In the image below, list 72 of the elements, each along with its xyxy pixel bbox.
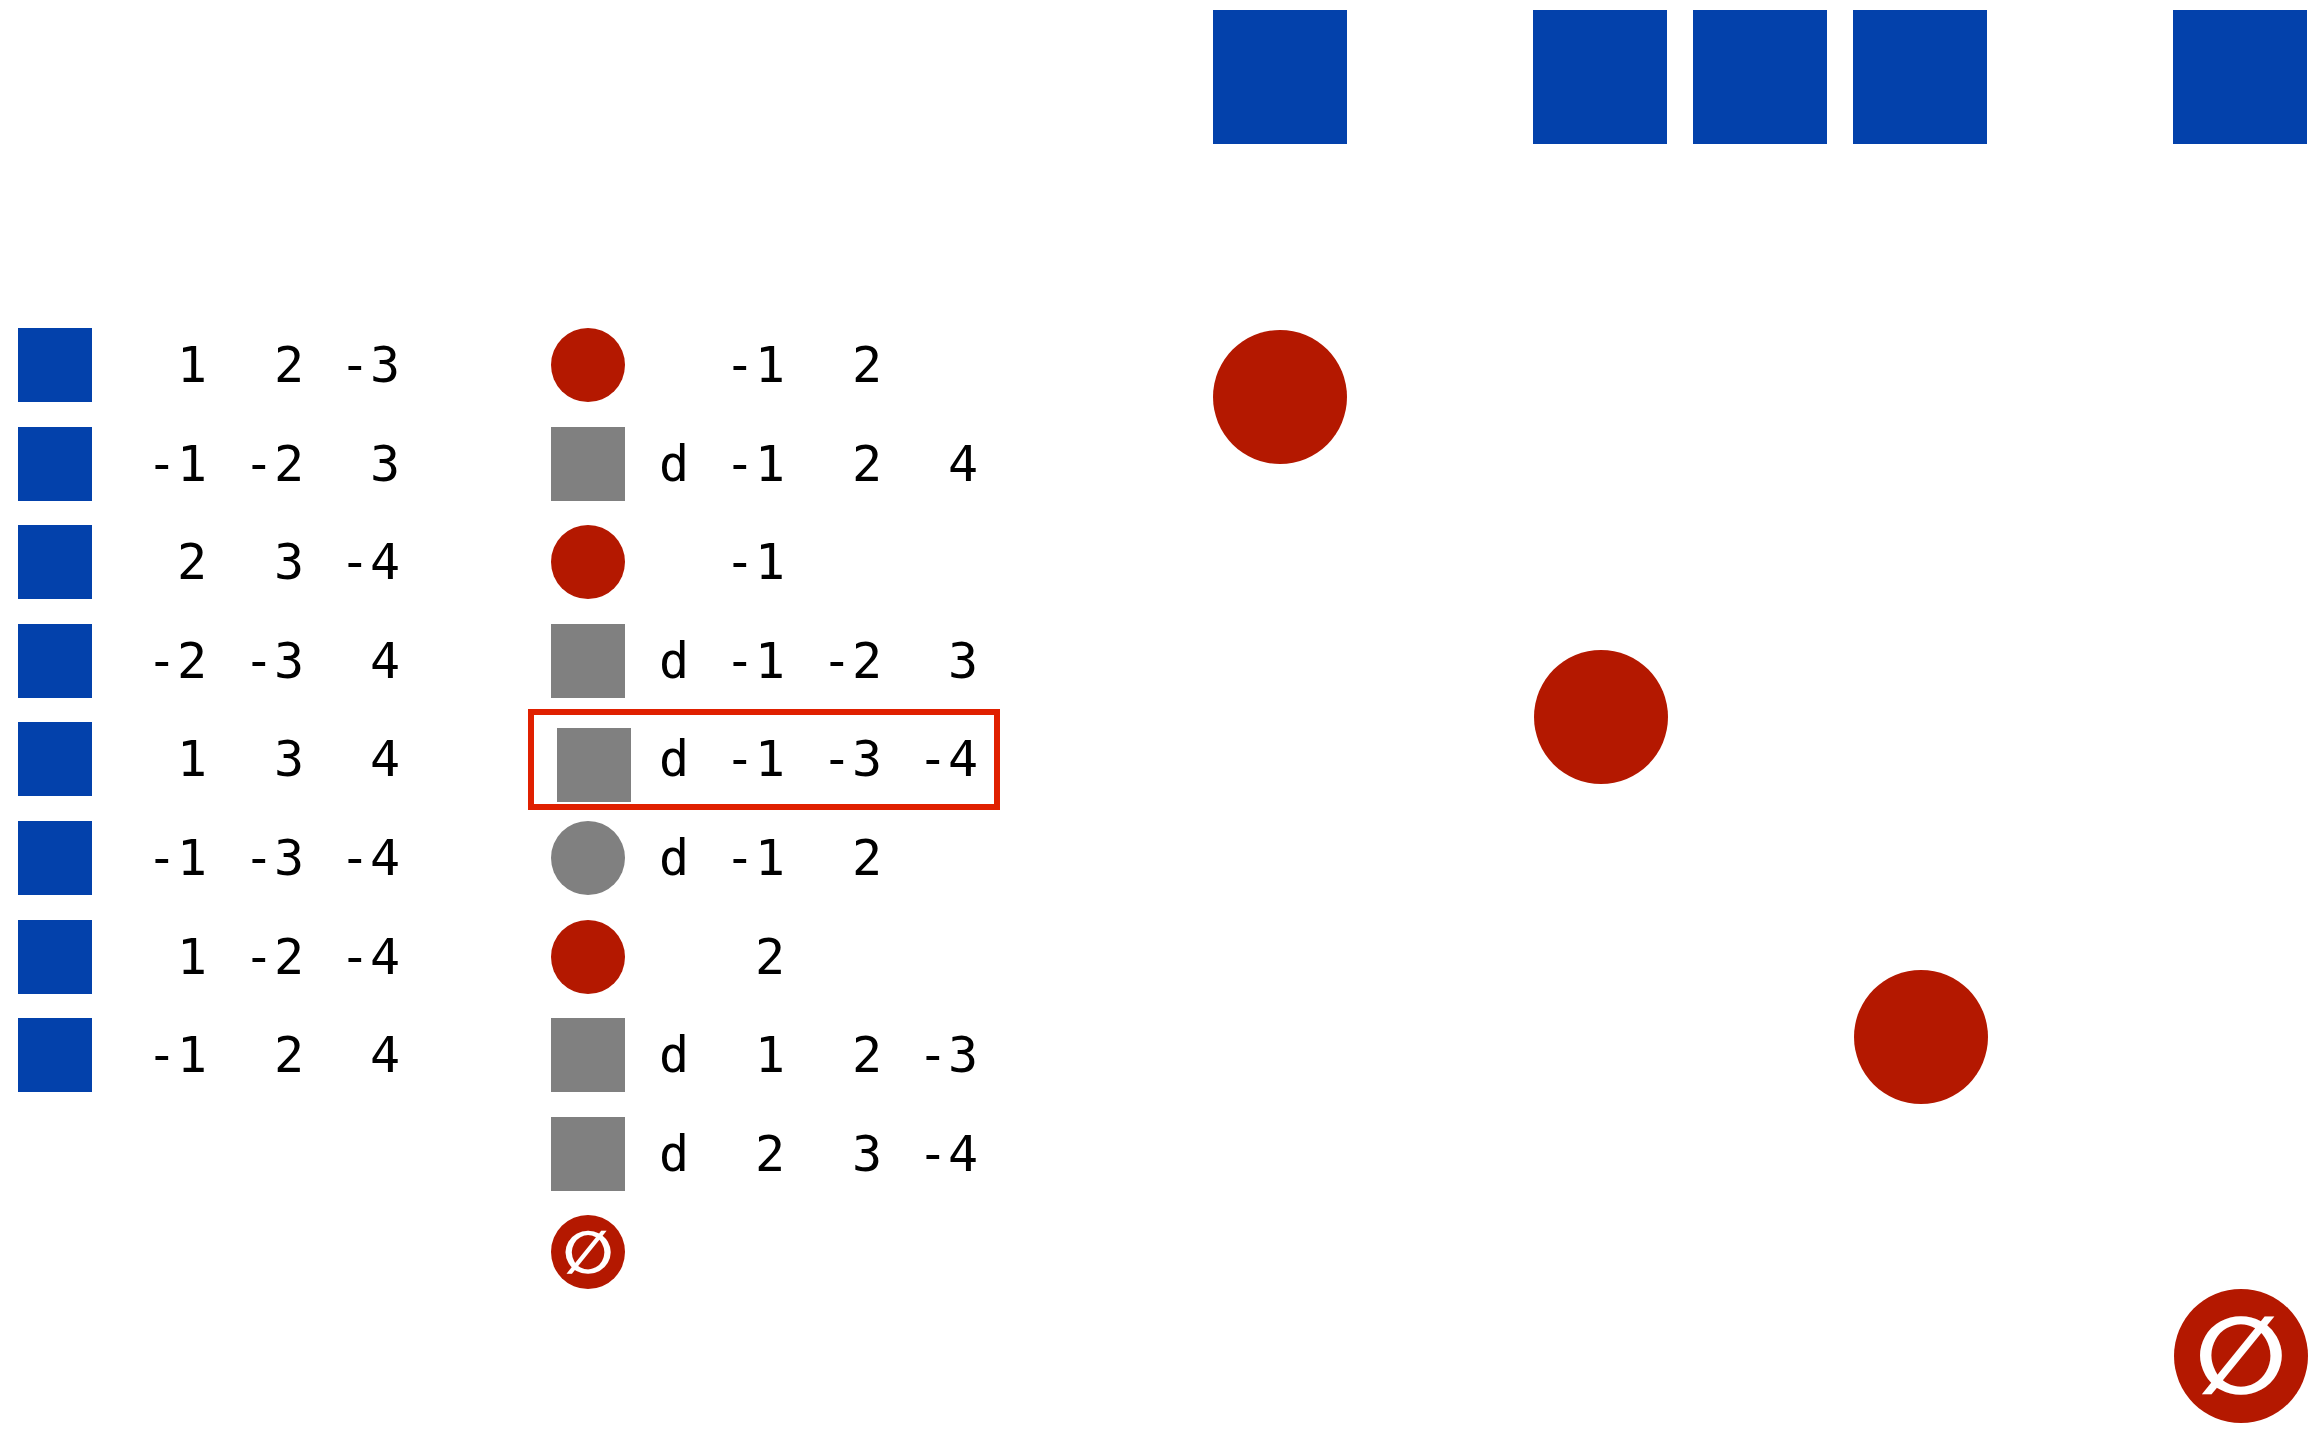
decision-mark: d bbox=[658, 833, 690, 883]
square-marker bbox=[1533, 10, 1667, 144]
literal-number: 2 bbox=[851, 833, 882, 883]
literal-number: -1 bbox=[146, 438, 207, 489]
square-marker bbox=[18, 426, 92, 501]
square-marker bbox=[18, 722, 92, 797]
literal-number: -4 bbox=[917, 1128, 978, 1179]
literal-number: 1 bbox=[176, 931, 207, 982]
square-marker bbox=[551, 623, 625, 698]
square-marker bbox=[551, 1116, 625, 1191]
literal-number: 3 bbox=[851, 1128, 882, 1179]
literal-number: -3 bbox=[243, 635, 304, 686]
literal-number: -1 bbox=[146, 833, 207, 883]
literal-number: 1 bbox=[176, 340, 207, 390]
square-marker bbox=[18, 328, 92, 402]
literal-number: -2 bbox=[243, 931, 304, 982]
literal-number: -4 bbox=[339, 833, 400, 883]
literal-number: -4 bbox=[339, 537, 400, 588]
square-marker bbox=[18, 821, 92, 895]
literal-number: 2 bbox=[754, 931, 785, 982]
highlight-frame bbox=[528, 708, 1000, 810]
literal-number: 2 bbox=[851, 438, 882, 489]
square-marker bbox=[551, 1018, 625, 1093]
literal-number: -3 bbox=[821, 734, 882, 785]
decision-mark: d bbox=[658, 438, 690, 489]
square-marker bbox=[1693, 10, 1827, 144]
literal-number: 2 bbox=[273, 1030, 304, 1081]
decision-mark: d bbox=[658, 1030, 690, 1081]
literal-number: -3 bbox=[917, 1030, 978, 1081]
decision-mark: d bbox=[658, 635, 690, 686]
literal-number: 4 bbox=[369, 635, 400, 686]
empty-set-symbol: ∅ bbox=[562, 1222, 614, 1282]
literal-number: -2 bbox=[821, 635, 882, 686]
square-marker bbox=[551, 426, 625, 501]
literal-number: 3 bbox=[369, 438, 400, 489]
literal-number: -1 bbox=[146, 1030, 207, 1081]
literal-number: 2 bbox=[851, 1030, 882, 1081]
literal-number: 3 bbox=[273, 537, 304, 588]
literal-number: 1 bbox=[176, 734, 207, 785]
literal-number: 2 bbox=[851, 340, 882, 390]
literal-number: -1 bbox=[724, 438, 785, 489]
decision-mark: d bbox=[658, 1128, 690, 1179]
square-marker bbox=[1853, 10, 1987, 144]
literal-number: -1 bbox=[724, 635, 785, 686]
literal-number: 3 bbox=[947, 635, 978, 686]
literal-number: 1 bbox=[754, 1030, 785, 1081]
square-marker bbox=[18, 1018, 92, 1093]
literal-number: 4 bbox=[369, 734, 400, 785]
square-marker bbox=[557, 728, 631, 803]
literal-number: -3 bbox=[243, 833, 304, 883]
literal-number: -1 bbox=[724, 734, 785, 785]
literal-number: -4 bbox=[917, 734, 978, 785]
decision-mark: d bbox=[658, 734, 690, 785]
literal-number: -1 bbox=[724, 537, 785, 588]
literal-number: 2 bbox=[754, 1128, 785, 1179]
square-marker bbox=[1213, 10, 1347, 144]
square-marker bbox=[18, 919, 92, 994]
square-marker bbox=[2173, 10, 2307, 144]
literal-number: -2 bbox=[146, 635, 207, 686]
literal-number: -1 bbox=[724, 340, 785, 390]
empty-set-symbol: ∅ bbox=[2195, 1302, 2287, 1410]
literal-number: -3 bbox=[339, 340, 400, 390]
literal-number: 4 bbox=[369, 1030, 400, 1081]
literal-number: 2 bbox=[273, 340, 304, 390]
literal-number: 4 bbox=[947, 438, 978, 489]
square-marker bbox=[18, 525, 92, 600]
square-marker bbox=[18, 623, 92, 698]
literal-number: -2 bbox=[243, 438, 304, 489]
literal-number: -1 bbox=[724, 833, 785, 883]
literal-number: 3 bbox=[273, 734, 304, 785]
literal-number: 2 bbox=[176, 537, 207, 588]
literal-number: -4 bbox=[339, 931, 400, 982]
